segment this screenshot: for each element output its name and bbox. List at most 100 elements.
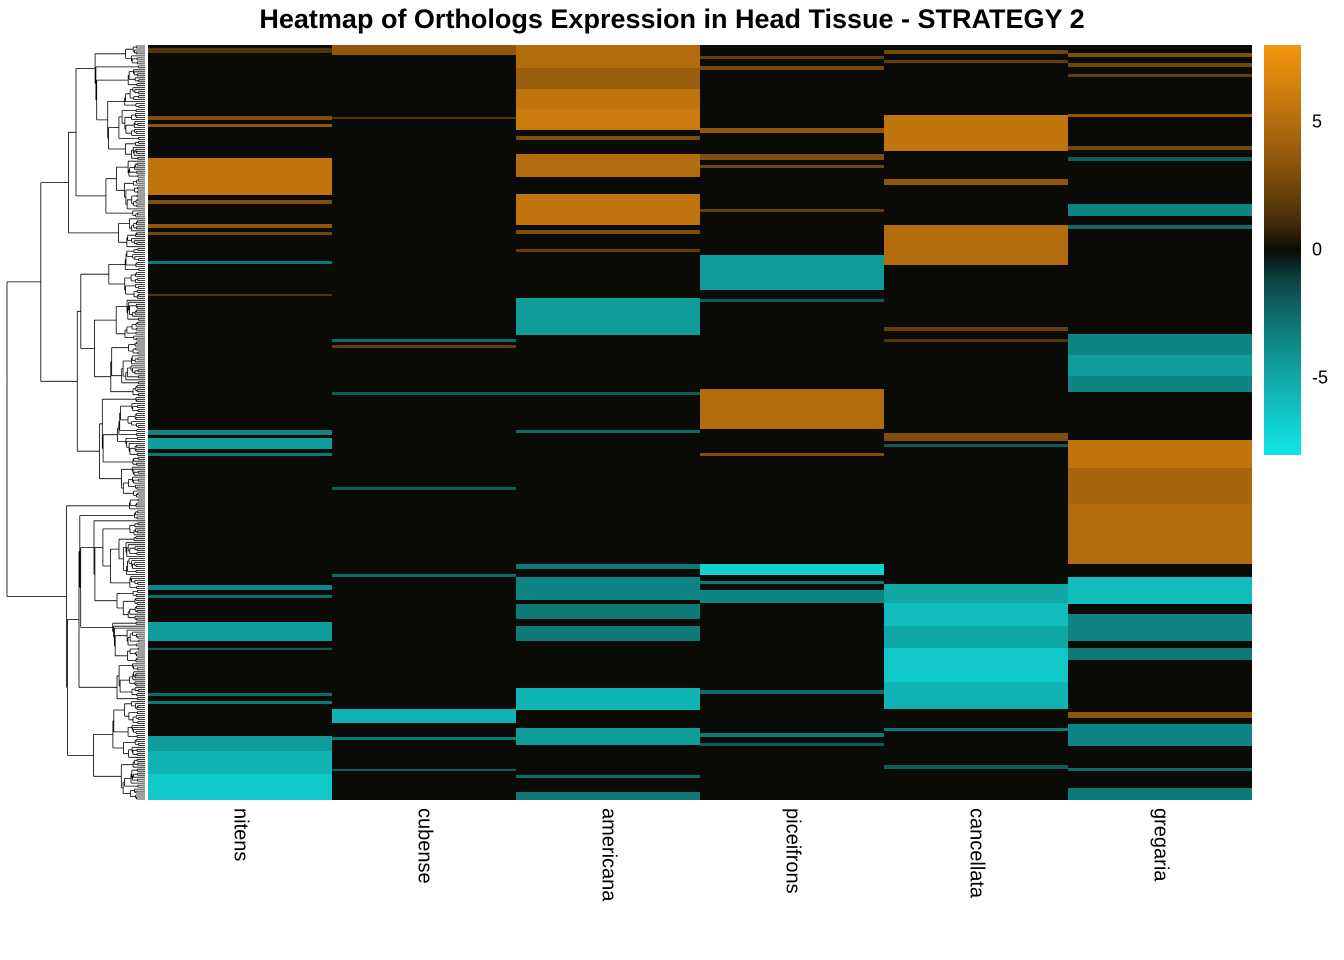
heatmap-band bbox=[1068, 225, 1252, 230]
heatmap-band bbox=[148, 692, 332, 696]
heatmap-band bbox=[884, 602, 1068, 626]
heatmap-band bbox=[516, 626, 700, 641]
heatmap-band bbox=[1068, 504, 1252, 564]
heatmap-band bbox=[516, 109, 700, 131]
heatmap-band bbox=[700, 66, 884, 70]
heatmap-band bbox=[700, 388, 884, 430]
heatmap-band bbox=[148, 223, 332, 228]
heatmap-band bbox=[148, 48, 332, 53]
heatmap-band bbox=[516, 603, 700, 619]
heatmap-band bbox=[148, 260, 332, 264]
column-label-nitens: nitens bbox=[229, 808, 252, 862]
heatmap-band bbox=[332, 573, 516, 577]
heatmap-band bbox=[884, 339, 1068, 342]
heatmap-band bbox=[884, 433, 1068, 441]
heatmap-band bbox=[884, 327, 1068, 332]
heatmap-column-gregaria bbox=[1068, 45, 1252, 800]
heatmap-band bbox=[148, 648, 332, 651]
heatmap-band bbox=[884, 584, 1068, 603]
heatmap-band bbox=[1068, 767, 1252, 772]
heatmap-band bbox=[332, 45, 516, 55]
heatmap-band bbox=[1068, 787, 1252, 800]
heatmap-band bbox=[700, 689, 884, 694]
heatmap-band bbox=[516, 728, 700, 745]
column-label-cell: piceifrons bbox=[700, 808, 884, 953]
heatmap-column-cancellata bbox=[884, 45, 1068, 800]
heatmap-band bbox=[700, 254, 884, 290]
heatmap-band bbox=[700, 208, 884, 212]
heatmap-band bbox=[1068, 146, 1252, 150]
heatmap-band bbox=[516, 563, 700, 569]
heatmap-band bbox=[700, 165, 884, 169]
heatmap-band bbox=[148, 595, 332, 599]
heatmap-band bbox=[1068, 614, 1252, 641]
heatmap-band bbox=[884, 50, 1068, 55]
heatmap-band bbox=[148, 158, 332, 196]
heatmap-band bbox=[700, 128, 884, 133]
heatmap-band bbox=[516, 775, 700, 779]
heatmap-band bbox=[148, 452, 332, 456]
heatmap-band bbox=[884, 60, 1068, 64]
heatmap-band bbox=[516, 194, 700, 225]
heatmap-band bbox=[148, 750, 332, 774]
heatmap-band bbox=[516, 45, 700, 68]
heatmap-band bbox=[700, 55, 884, 60]
heatmap-band bbox=[1068, 723, 1252, 747]
column-label-cell: nitens bbox=[148, 808, 332, 953]
heatmap-band bbox=[884, 682, 1068, 709]
heatmap-band bbox=[516, 229, 700, 234]
heatmap-band bbox=[700, 299, 884, 303]
heatmap-band bbox=[884, 625, 1068, 649]
heatmap-band bbox=[516, 430, 700, 434]
heatmap-band bbox=[700, 452, 884, 457]
heatmap-band bbox=[884, 443, 1068, 447]
heatmap-column-cubense bbox=[332, 45, 516, 800]
heatmap-band bbox=[700, 564, 884, 575]
heatmap-band bbox=[1068, 334, 1252, 355]
heatmap-band bbox=[884, 648, 1068, 683]
heatmap-band bbox=[148, 430, 332, 435]
row-dendrogram bbox=[6, 45, 145, 800]
colorbar-tick-label: 5 bbox=[1312, 111, 1323, 132]
colorbar bbox=[1264, 45, 1301, 455]
heatmap-band bbox=[516, 88, 700, 110]
heatmap-band bbox=[884, 115, 1068, 151]
heatmap-band bbox=[516, 688, 700, 711]
heatmap-band bbox=[1068, 74, 1252, 78]
heatmap-band bbox=[700, 590, 884, 603]
heatmap-band bbox=[1068, 354, 1252, 376]
heatmap-band bbox=[884, 727, 1068, 732]
colorbar-tick-label: -5 bbox=[1312, 367, 1329, 388]
heatmap-band bbox=[148, 232, 332, 236]
column-label-cell: cubense bbox=[332, 808, 516, 953]
heatmap-band bbox=[148, 437, 332, 449]
column-label-cell: americana bbox=[516, 808, 700, 953]
heatmap-band bbox=[884, 224, 1068, 265]
heatmap-band bbox=[516, 792, 700, 800]
heatmap-band bbox=[516, 248, 700, 252]
column-label-cell: gregaria bbox=[1068, 808, 1252, 953]
heatmap-band bbox=[148, 294, 332, 297]
column-label-gregaria: gregaria bbox=[1149, 808, 1172, 882]
heatmap-band bbox=[884, 178, 1068, 185]
heatmap-band bbox=[148, 199, 332, 205]
heatmap-band bbox=[332, 736, 516, 740]
heatmap-band bbox=[884, 765, 1068, 770]
heatmap-band bbox=[1068, 53, 1252, 58]
heatmap-band bbox=[148, 621, 332, 641]
chart-title: Heatmap of Orthologs Expression in Head … bbox=[259, 4, 1085, 34]
column-label-cancellata: cancellata bbox=[965, 808, 988, 899]
heatmap-grid bbox=[148, 45, 1252, 800]
heatmap-band bbox=[1068, 63, 1252, 67]
heatmap-band bbox=[1068, 375, 1252, 392]
heatmap-band bbox=[148, 773, 332, 800]
heatmap-band bbox=[516, 67, 700, 89]
column-label-americana: americana bbox=[597, 808, 620, 902]
column-label-piceifrons: piceifrons bbox=[781, 808, 804, 894]
heatmap-band bbox=[332, 391, 516, 395]
heatmap-band bbox=[332, 345, 516, 348]
heatmap-band bbox=[1068, 439, 1252, 468]
column-label-cell: cancellata bbox=[884, 808, 1068, 953]
heatmap-band bbox=[1068, 577, 1252, 605]
heatmap-column-piceifrons bbox=[700, 45, 884, 800]
